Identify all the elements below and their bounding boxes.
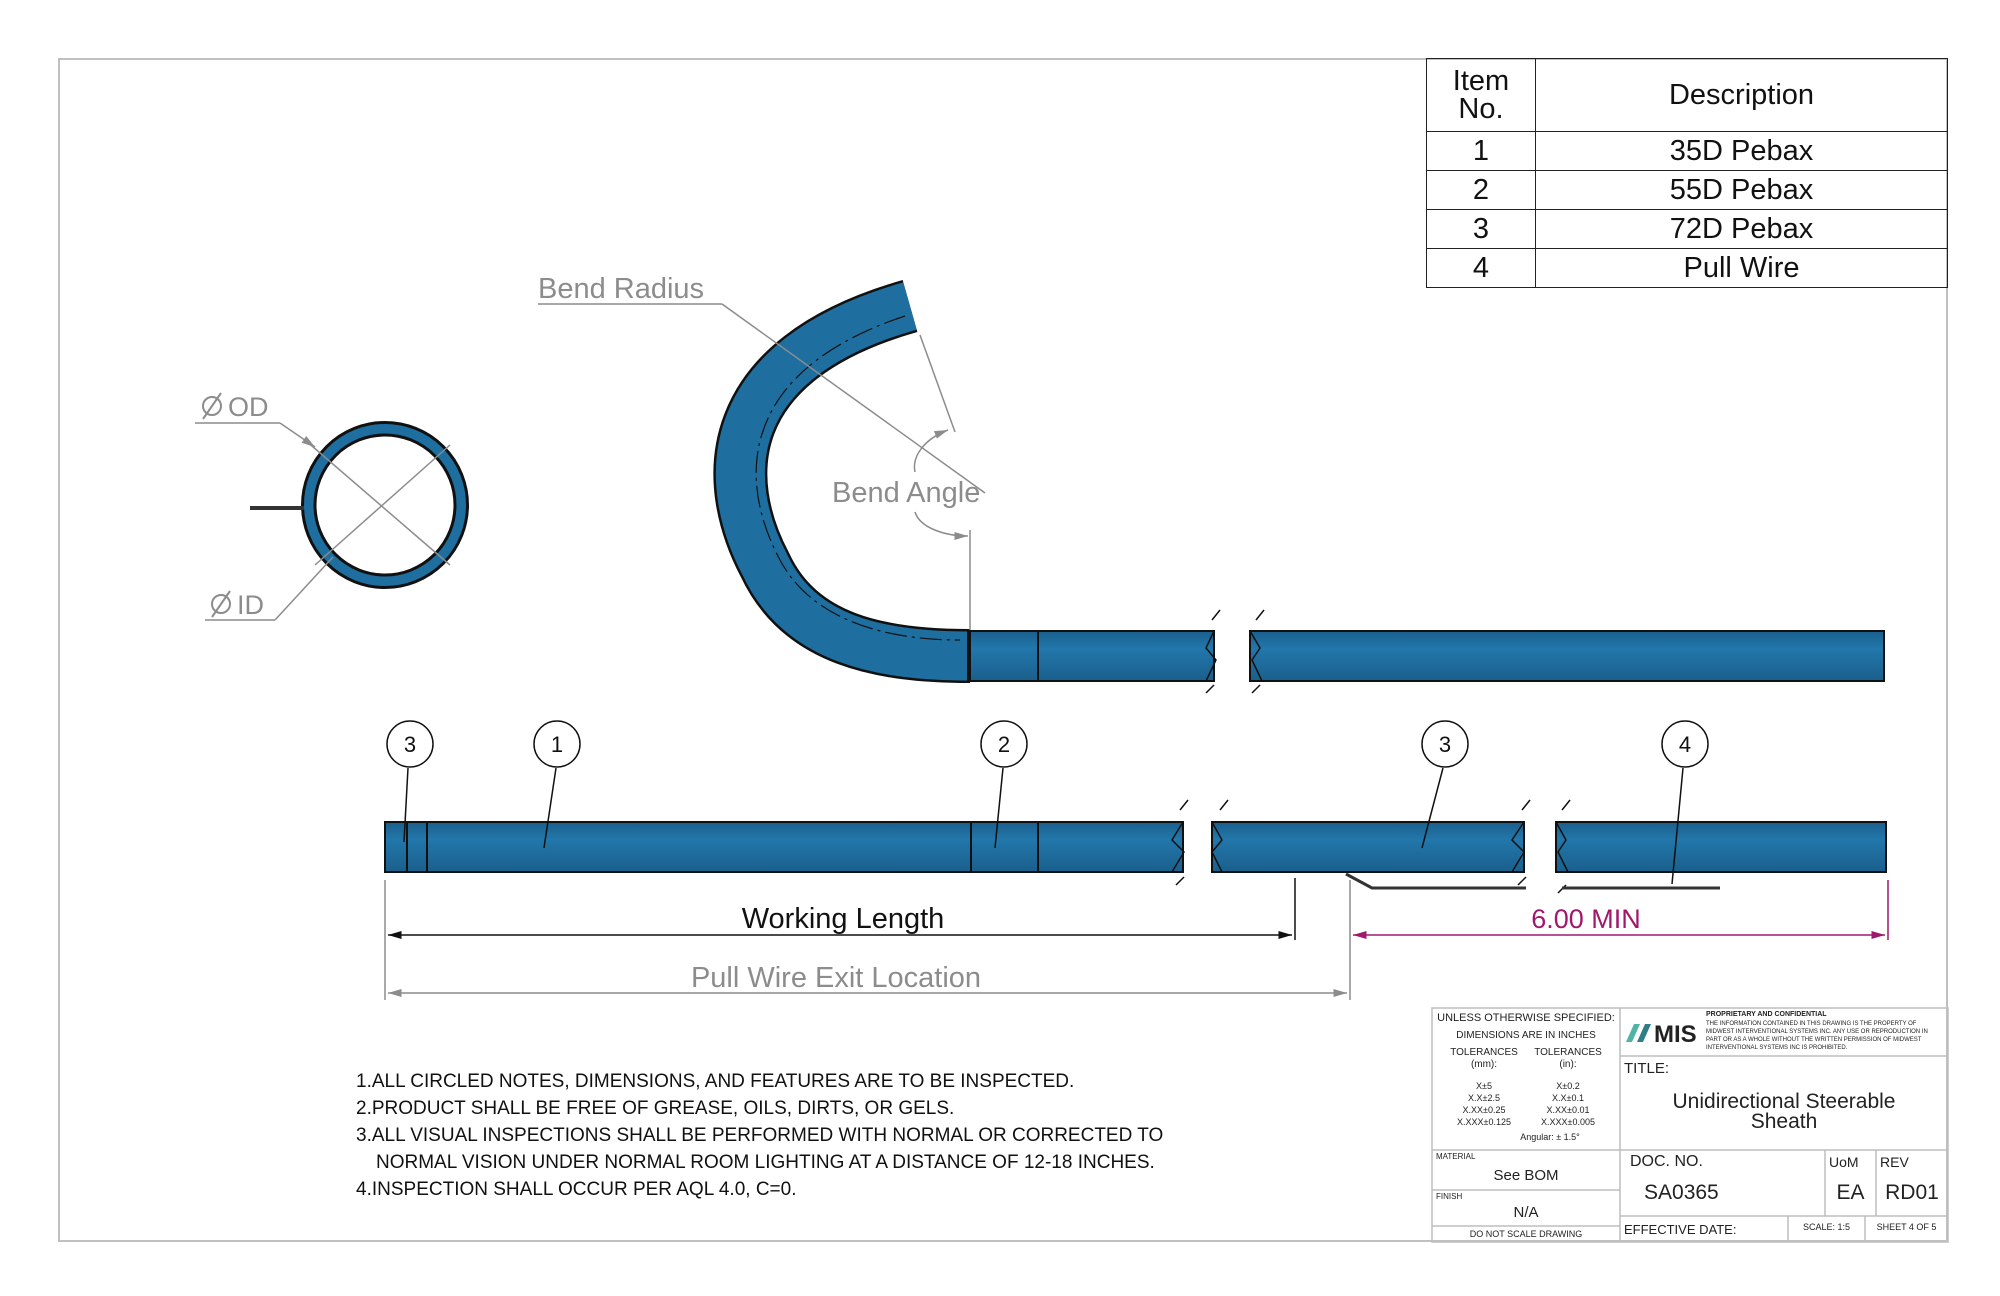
rev-value: RD01 [1885,1181,1939,1204]
note-line: 3.ALL VISUAL INSPECTIONS SHALL BE PERFOR… [356,1125,1164,1146]
proprietary-heading: PROPRIETARY AND CONFIDENTIAL [1706,1011,1827,1018]
tolerance-value: X.XXX±0.125 [1457,1117,1511,1127]
bom-description: Pull Wire [1535,248,1948,288]
diameter-od-symbol [202,392,222,420]
tolerance-value: X.X±0.1 [1552,1093,1584,1103]
finish-label: FINISH [1436,1192,1463,1201]
doc-no-label: DOC. NO. [1630,1153,1703,1170]
bend-angle-label: Bend Angle [832,477,980,509]
angular-tolerance: Angular: ± 1.5° [1520,1132,1580,1142]
rev-label: REV [1880,1154,1909,1170]
dimensions-note: DIMENSIONS ARE IN INCHES [1456,1030,1596,1041]
min-length-label: 6.00 MIN [1531,904,1641,934]
table-row: 2 55D Pebax [1426,170,1948,210]
balloon-circle [386,720,434,768]
mis-logo [1626,1024,1651,1042]
note-line: NORMAL VISION UNDER NORMAL ROOM LIGHTING… [376,1152,1155,1173]
tolerances-in-values: X±0.2 X.X±0.1 X.XX±0.01 X.XXX±0.005 [1528,1080,1608,1128]
tolerances-mm-label: TOLERANCES (mm): [1450,1047,1518,1070]
sheet-label: SHEET 4 OF 5 [1876,1222,1937,1232]
tolerance-value: X.XXX±0.005 [1541,1117,1595,1127]
tolerance-value: X.XX±0.25 [1462,1105,1506,1115]
tolerance-value: X±0.2 [1556,1081,1580,1091]
unless-specified: UNLESS OTHERWISE SPECIFIED: [1437,1012,1615,1024]
tolerance-value: X.X±2.5 [1468,1093,1500,1103]
table-row: 1 35D Pebax [1426,131,1948,171]
doc-no-value: SA0365 [1644,1181,1719,1204]
tolerance-value: X±5 [1476,1081,1492,1091]
note-line: 4.INSPECTION SHALL OCCUR PER AQL 4.0, C=… [356,1179,797,1200]
tolerance-value: X.XX±0.01 [1546,1105,1590,1115]
drawing-title-line2: Sheath [1750,1110,1818,1133]
uom-label: UoM [1829,1154,1859,1170]
pull-wire-exit-label: Pull Wire Exit Location [691,962,981,994]
id-label: ID [237,590,264,620]
dimension-lines [384,878,1889,1000]
bend-radius-label: Bend Radius [538,273,704,305]
drawing-title-line1: Unidirectional Steerable [1672,1090,1896,1113]
tolerances-in-label: TOLERANCES (in): [1534,1047,1602,1070]
bom-item-no: 4 [1426,248,1536,288]
bom-header-row: Item No. Description [1426,58,1948,132]
do-not-scale: DO NOT SCALE DRAWING [1469,1229,1583,1239]
pull-wire [1345,872,1526,890]
drawing-frame [58,58,1948,1242]
bend-annotations [538,303,986,630]
bom-description: 35D Pebax [1535,131,1948,171]
bom-header-item: Item No. [1426,58,1536,132]
balloon-circle [533,720,581,768]
uom-value: EA [1836,1181,1865,1204]
od-label: OD [228,392,269,422]
material-value: See BOM [1493,1167,1559,1184]
balloon-callouts [386,720,1709,885]
balloon-number: 2 [998,732,1010,757]
scale-label: SCALE: 1:5 [1802,1222,1851,1232]
bom-item-no: 3 [1426,209,1536,249]
table-row: 4 Pull Wire [1426,248,1948,288]
balloon-circle [980,720,1028,768]
straight-sheath [384,799,1887,894]
title-block-grid [1431,1007,1949,1243]
proprietary-text: THE INFORMATION CONTAINED IN THIS DRAWIN… [1706,1021,1928,1051]
bom-item-no: 2 [1426,170,1536,210]
drawing-notes: 1.ALL CIRCLED NOTES, DIMENSIONS, AND FEA… [356,1068,1163,1203]
bom-description: 72D Pebax [1535,209,1948,249]
finish-value: N/A [1513,1204,1539,1221]
balloon-circle [1421,720,1469,768]
logo-text: MIS [1654,1021,1697,1048]
material-label: MATERIAL [1436,1152,1476,1161]
bom-header-description: Description [1535,58,1948,132]
diameter-id-symbol [211,590,231,618]
balloon-circle [1661,720,1709,768]
tube-cross-section [195,421,469,621]
title-label: TITLE: [1624,1060,1670,1077]
table-row: 3 72D Pebax [1426,209,1948,249]
working-length-label: Working Length [742,903,945,935]
bent-sheath [713,280,1885,694]
note-line: 1.ALL CIRCLED NOTES, DIMENSIONS, AND FEA… [356,1071,1075,1092]
balloon-number: 3 [1439,732,1451,757]
tolerances-mm-values: X±5 X.X±2.5 X.XX±0.25 X.XXX±0.125 [1444,1080,1524,1128]
bom-item-no: 1 [1426,131,1536,171]
balloon-number: 4 [1679,732,1691,757]
bom-table: Item No. Description 1 35D Pebax 2 55D P… [1426,58,1948,288]
effective-date-label: EFFECTIVE DATE: [1624,1222,1737,1237]
balloon-number: 1 [551,732,563,757]
balloon-number: 3 [404,732,416,757]
note-line: 2.PRODUCT SHALL BE FREE OF GREASE, OILS,… [356,1098,955,1119]
bom-description: 55D Pebax [1535,170,1948,210]
